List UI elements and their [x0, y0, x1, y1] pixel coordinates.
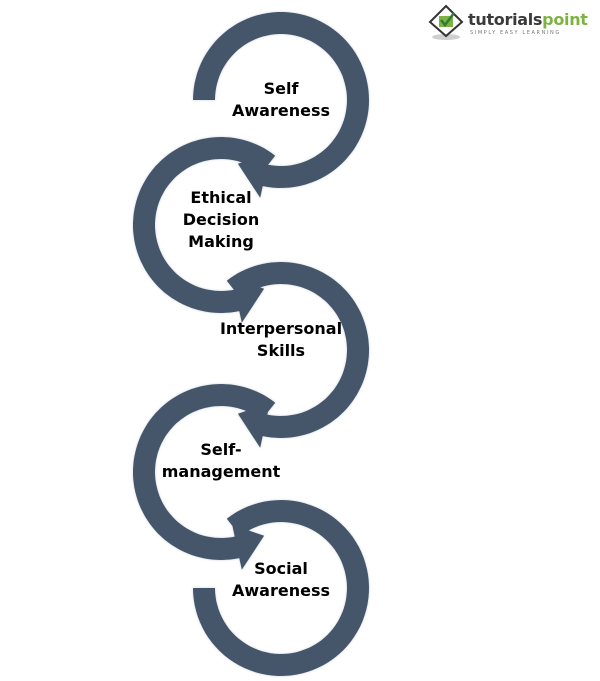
step-label-social-awareness: Social Awareness — [221, 558, 341, 602]
step-5-line-1: Social — [254, 559, 308, 578]
logo-name-part2: point — [542, 10, 588, 29]
step-2-line-3: Making — [188, 232, 254, 251]
tutorialspoint-logo: tutorialspoint SIMPLY EASY LEARNING — [428, 4, 588, 44]
logo-tagline: SIMPLY EASY LEARNING — [470, 30, 561, 36]
curved-arrow-interpersonal-skills — [226, 262, 369, 448]
curved-arrow-ethical-decision-making — [133, 137, 276, 323]
curved-arrow-self-management — [133, 384, 276, 570]
step-label-interpersonal-skills: Interpersonal Skills — [211, 318, 351, 362]
step-label-self-management: Self- management — [156, 439, 286, 483]
step-2-line-1: Ethical — [190, 188, 252, 207]
step-5-line-2: Awareness — [232, 581, 330, 600]
step-4-line-1: Self- — [200, 440, 242, 459]
logo-name-part1: tutorials — [468, 10, 543, 29]
step-3-line-1: Interpersonal — [219, 319, 343, 338]
step-1-line-2: Awareness — [232, 101, 330, 120]
step-label-self-awareness: Self Awareness — [221, 78, 341, 122]
step-label-ethical-decision-making: Ethical Decision Making — [161, 187, 281, 253]
curved-arrow-self-awareness — [193, 12, 369, 198]
logo-icon — [428, 4, 464, 40]
step-3-line-2: Skills — [256, 341, 306, 360]
step-4-line-2: management — [161, 462, 281, 481]
step-2-line-2: Decision — [182, 210, 260, 229]
step-1-line-1: Self — [263, 79, 299, 98]
logo-wordmark: tutorialspoint — [468, 10, 588, 29]
